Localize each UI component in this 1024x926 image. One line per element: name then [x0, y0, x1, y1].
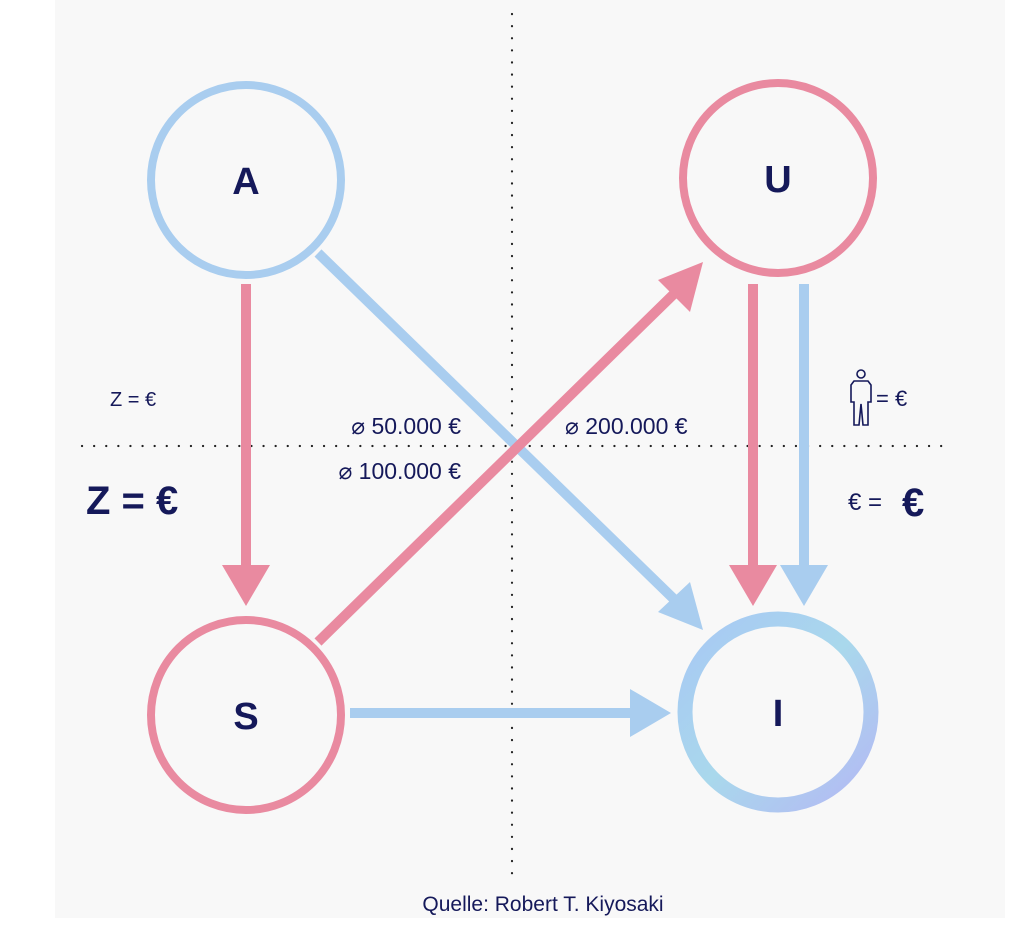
- label-z-big: Z = €: [86, 479, 178, 523]
- arrow-u-to-i-blue: [780, 284, 828, 606]
- label-avg-100k: ⌀ 100.000 €: [338, 458, 461, 484]
- node-u: U: [679, 79, 877, 277]
- node-s: S: [147, 616, 345, 814]
- svg-text:A: A: [232, 161, 259, 203]
- label-euro-eq-right: €: [902, 481, 924, 525]
- arrow-a-to-i: [314, 249, 703, 630]
- svg-text:I: I: [773, 693, 784, 735]
- label-avg-50k: ⌀ 50.000 €: [351, 413, 461, 439]
- svg-text:U: U: [764, 159, 791, 201]
- svg-text:S: S: [233, 696, 258, 738]
- label-euro-eq-left: € =: [848, 489, 882, 516]
- label-avg-200k: ⌀ 200.000 €: [565, 413, 688, 439]
- label-z-small: Z = €: [110, 389, 156, 411]
- arrow-s-to-i: [350, 689, 671, 737]
- arrow-a-to-s: [222, 284, 270, 606]
- arrow-u-to-i-pink: [729, 284, 777, 606]
- node-i: I: [677, 611, 879, 813]
- source-caption: Quelle: Robert T. Kiyosaki: [422, 893, 663, 916]
- arrow-s-to-u: [314, 262, 703, 646]
- label-person-eq: = €: [876, 386, 907, 411]
- node-a: A: [147, 81, 345, 279]
- person-icon: [850, 369, 872, 426]
